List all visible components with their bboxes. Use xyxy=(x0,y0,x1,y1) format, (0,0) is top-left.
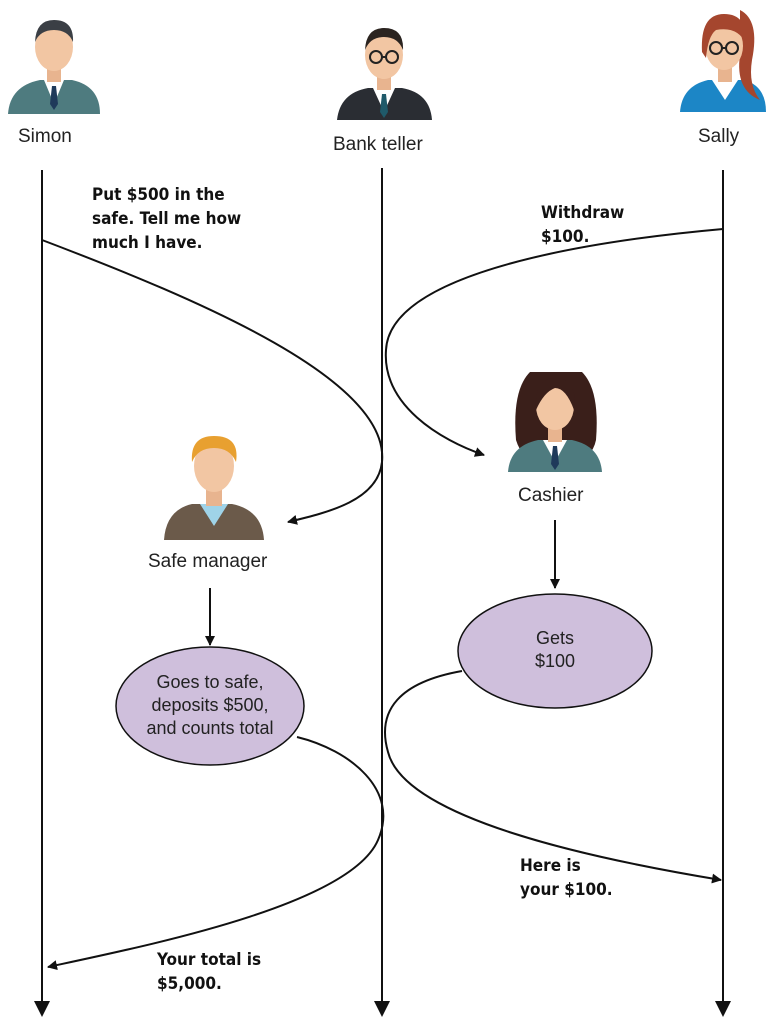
safe-manager-avatar xyxy=(164,436,264,540)
arrow-safe-result-to-simon xyxy=(47,736,385,970)
arrow-sally-to-cashier xyxy=(384,228,724,457)
safe-action-text: Goes to safe, deposits $500, and counts … xyxy=(146,672,274,738)
bank-teller-avatar xyxy=(337,28,432,120)
actor-label-simon: Simon xyxy=(18,126,72,147)
message-sally-request: Withdraw $100. xyxy=(541,203,625,247)
timeline-sally xyxy=(715,170,731,1017)
simon-avatar xyxy=(8,20,100,114)
cashier-action-oval xyxy=(457,593,653,709)
actor-label-cashier: Cashier xyxy=(518,485,584,506)
cashier-action-text: Gets $100 xyxy=(534,628,576,671)
message-simon-request: Put $500 in the safe. Tell me how much I… xyxy=(92,185,242,253)
actor-label-safe-manager: Safe manager xyxy=(148,551,268,572)
timeline-bank-teller xyxy=(374,168,390,1017)
cashier-avatar xyxy=(508,372,602,472)
message-safe-result: Your total is $5,000. xyxy=(157,950,262,994)
safe-action-oval xyxy=(115,646,305,766)
actor-label-bank-teller: Bank teller xyxy=(333,134,423,155)
sally-avatar xyxy=(680,10,766,112)
arrow-simon-to-safe-manager xyxy=(41,239,384,525)
timeline-simon xyxy=(34,170,50,1017)
arrow-cashier-result-to-sally xyxy=(384,670,722,884)
message-cashier-result: Here is your $100. xyxy=(520,856,613,900)
actor-label-sally: Sally xyxy=(698,126,740,147)
